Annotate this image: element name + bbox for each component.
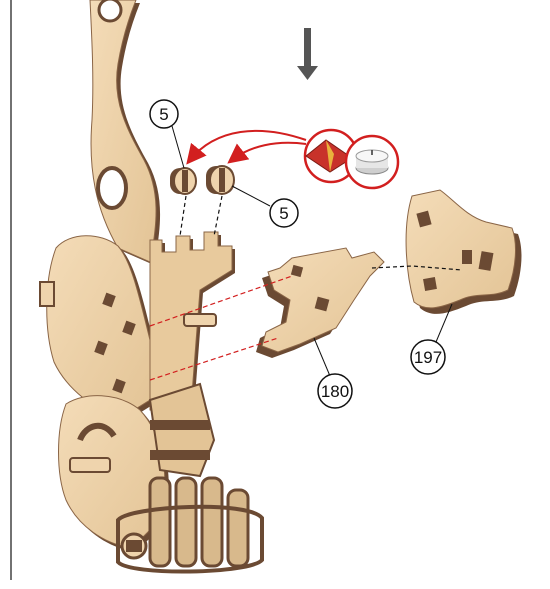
callout-5-right: 5 bbox=[232, 186, 298, 227]
part-197-piece bbox=[406, 190, 521, 314]
callout-5-top-label: 5 bbox=[159, 105, 168, 124]
callout-180: 180 bbox=[314, 338, 352, 408]
peg-5-right bbox=[206, 166, 234, 194]
callout-5-top: 5 bbox=[150, 100, 184, 168]
curved-arm-part bbox=[90, 0, 160, 265]
callout-5-right-label: 5 bbox=[279, 204, 288, 223]
peg-5-left bbox=[170, 168, 196, 194]
callout-197: 197 bbox=[411, 304, 452, 374]
glue-arrows bbox=[190, 131, 306, 160]
callout-197-label: 197 bbox=[414, 348, 442, 367]
tealight-candle-icon bbox=[346, 136, 398, 188]
down-arrow-icon bbox=[297, 28, 318, 80]
lower-wheel-assembly bbox=[59, 384, 263, 572]
callout-180-label: 180 bbox=[321, 382, 349, 401]
part-180-piece bbox=[256, 248, 384, 358]
